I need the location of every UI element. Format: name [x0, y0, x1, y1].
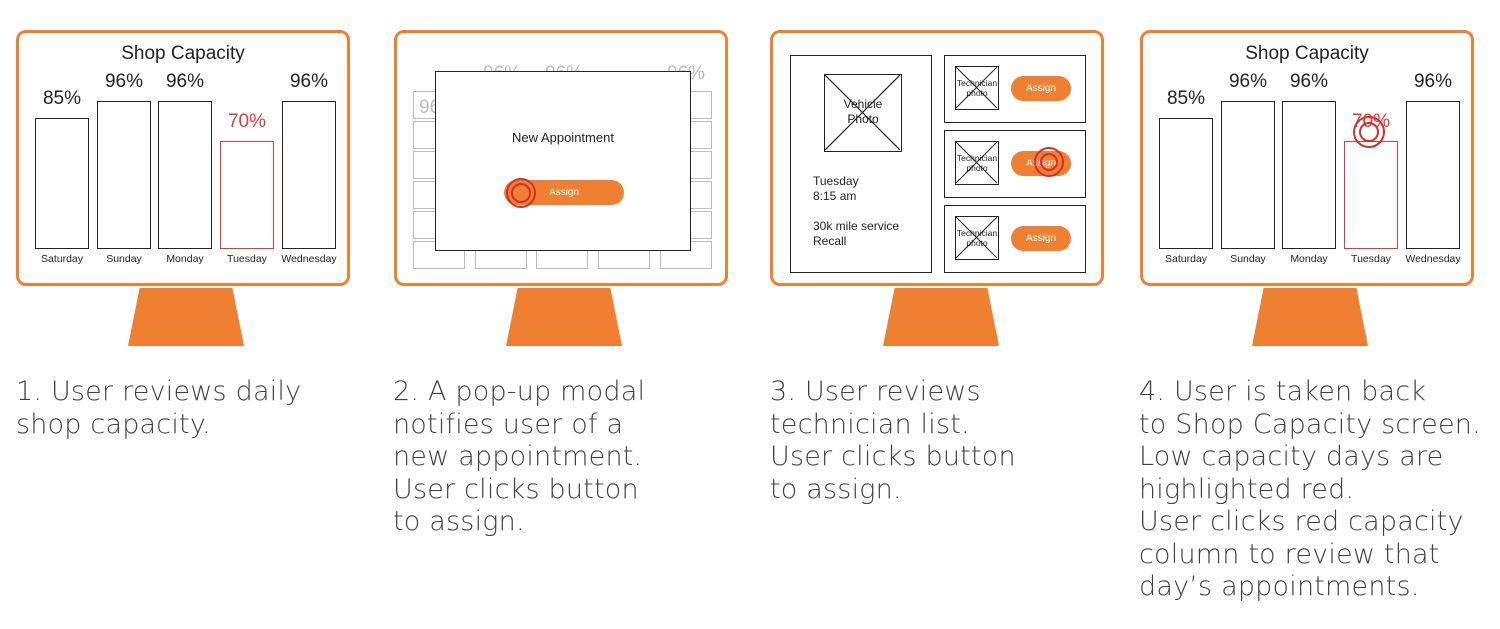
caption-4: 4. User is taken back to Shop Capacity s…: [1139, 376, 1481, 604]
caption-line: 2. A pop-up modal: [393, 376, 646, 407]
capacity-bar: [97, 101, 151, 249]
capacity-bar: [1221, 101, 1275, 249]
shop-capacity-title: Shop Capacity: [121, 43, 245, 64]
day-label: Tuesday: [227, 253, 267, 265]
service-line: 30k mile service: [813, 219, 900, 233]
monitor-stand-2: [506, 288, 622, 346]
capacity-bar: [1282, 101, 1336, 249]
modal-title: New Appointment: [512, 130, 614, 145]
vehicle-photo-label: Photo: [847, 112, 879, 126]
caption-line: highlighted red.: [1139, 473, 1355, 505]
day-label: Saturday: [1164, 253, 1208, 265]
caption-line: notifies user of a: [393, 408, 624, 440]
capacity-bar[interactable]: [1344, 141, 1398, 249]
caption-2: 2. A pop-up modal notifies user of a new…: [393, 376, 645, 539]
capacity-percent-label: 96%: [289, 71, 329, 92]
capacity-bar[interactable]: [220, 141, 274, 249]
day-label: Monday: [1290, 253, 1328, 265]
capacity-bar: [35, 118, 89, 249]
monitor-4: Shop Capacity 85% Saturday 96% Sunday 96% Mon…: [1140, 30, 1474, 286]
monitor-stand-1: [128, 288, 244, 346]
appointment-day: Tuesday: [813, 174, 859, 188]
caption-line: new appointment.: [393, 441, 643, 472]
caption-line: User clicks red capacity: [1139, 506, 1464, 537]
assign-button[interactable]: Assign: [1011, 226, 1071, 251]
technician-photo-label: Technician: [956, 153, 998, 163]
caption-line: 1. User reviews daily: [16, 376, 302, 407]
caption-line: 3. User reviews: [770, 376, 981, 407]
day-label: Tuesday: [1351, 253, 1391, 265]
capacity-bar: [1159, 118, 1213, 249]
monitor-1: Shop Capacity 85% Saturday 96% Sunday 96% Mon…: [16, 30, 350, 286]
monitor-3: Vehicle Photo Tuesday 8:15 am 30k mile s…: [770, 30, 1104, 286]
click-indicator: [1034, 147, 1064, 177]
appointment-card: Vehicle Photo Tuesday 8:15 am 30k mile s…: [790, 55, 932, 273]
monitor-stand-3: [883, 288, 999, 346]
caption-line: to assign.: [393, 506, 525, 537]
caption-line: Low capacity days are: [1139, 441, 1444, 472]
technician-photo-label: photo: [966, 163, 988, 173]
caption-line: column to review that: [1139, 538, 1440, 570]
appointment-modal: New Appointment Assign: [435, 71, 691, 251]
technician-photo-label: photo: [966, 238, 988, 248]
capacity-percent-label: 96%: [1413, 71, 1453, 92]
day-label: Wednesday: [281, 253, 337, 265]
caption-line: 4. User is taken back: [1139, 376, 1427, 407]
caption-1: 1. User reviews daily shop capacity.: [16, 376, 301, 441]
monitor-2: 96% 96% 96% 96 New Appointment Assign: [394, 30, 728, 286]
caption-line: shop capacity.: [16, 408, 211, 440]
caption-line: day’s appointments.: [1139, 571, 1420, 602]
capacity-percent-label: 85%: [42, 88, 82, 109]
caption-line: User clicks button: [393, 473, 639, 505]
caption-line: User clicks button: [770, 441, 1016, 472]
capacity-percent-label: 96%: [1228, 71, 1268, 92]
assign-button[interactable]: Assign: [1011, 76, 1071, 101]
caption-line: to assign.: [770, 473, 902, 505]
click-indicator: [506, 178, 536, 208]
vehicle-photo-label: Vehicle: [843, 97, 883, 111]
capacity-bar: [282, 101, 336, 249]
day-label: Wednesday: [1405, 253, 1461, 265]
caption-3: 3. User reviews technician list. User cl…: [770, 376, 1016, 506]
technician-photo-label: Technician: [956, 78, 998, 88]
caption-line: to Shop Capacity screen.: [1139, 408, 1481, 440]
day-label: Saturday: [40, 253, 84, 265]
caption-line: technician list.: [770, 408, 970, 440]
day-label: Monday: [166, 253, 204, 265]
appointment-time: 8:15 am: [813, 189, 857, 203]
capacity-percent-label: 96%: [1289, 71, 1329, 92]
technician-photo-label: Technician: [956, 228, 998, 238]
shop-capacity-title: Shop Capacity: [1245, 43, 1369, 64]
service-line: Recall: [813, 234, 847, 248]
click-indicator-inner: [511, 183, 531, 203]
capacity-percent-label: 85%: [1166, 88, 1206, 109]
technician-photo-label: photo: [966, 88, 988, 98]
capacity-percent-label: 96%: [165, 71, 205, 92]
capacity-bar: [1406, 101, 1460, 249]
ghost-percent: 96: [419, 97, 441, 118]
vehicle-photo-placeholder: Vehicle Photo: [824, 74, 902, 152]
day-label: Sunday: [1230, 253, 1266, 265]
capacity-percent-label: 96%: [104, 71, 144, 92]
capacity-percent-label: 70%: [227, 111, 267, 132]
capacity-bar: [158, 101, 212, 249]
monitor-stand-4: [1252, 288, 1368, 346]
click-indicator: [1353, 116, 1385, 148]
day-label: Sunday: [106, 253, 142, 265]
click-indicator-inner: [1040, 153, 1058, 171]
click-indicator-inner: [1359, 122, 1379, 142]
